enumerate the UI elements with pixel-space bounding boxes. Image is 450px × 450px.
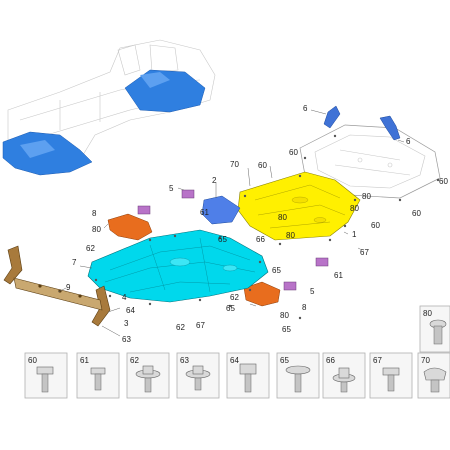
front-crossmember-frame (3, 245, 111, 327)
orange-bracket-8-upper (107, 213, 153, 241)
vehicle-body-overview (2, 39, 216, 176)
fastener-detail-80: 80 (419, 305, 450, 353)
side-bracket-6-left (323, 105, 341, 129)
fastener-thumb-66: 66 (322, 352, 366, 399)
callout-9: 9 (66, 283, 71, 292)
callout-7: 7 (72, 258, 77, 267)
svg-text:67: 67 (373, 356, 382, 365)
callout-62-lower-right: 62 (230, 293, 239, 302)
callout-67-upper: 67 (360, 248, 369, 257)
callout-80-mid: 80 (286, 231, 295, 240)
vehicle-front-floor-highlight (2, 131, 93, 176)
fastener-detail-80-label: 80 (423, 309, 432, 318)
small-cover-panel-2 (201, 195, 241, 225)
callout-67-bottom: 67 (196, 321, 205, 330)
side-bracket-6-right (379, 115, 401, 141)
reference-underbody-outline (299, 105, 441, 199)
callout-60-right: 60 (439, 177, 448, 186)
clip-5-upper (181, 189, 195, 199)
callout-70: 70 (230, 160, 239, 169)
callout-8-lower: 8 (302, 303, 307, 312)
clip-80-small (137, 205, 151, 215)
callout-61-right: 61 (334, 271, 343, 280)
callout-2: 2 (212, 176, 217, 185)
callout-80-mid-b: 80 (278, 213, 287, 222)
svg-text:70: 70 (421, 356, 430, 365)
callout-8-upper: 8 (92, 209, 97, 218)
callout-65-lowest: 65 (282, 325, 291, 334)
clip-61 (315, 257, 329, 267)
clip-5-lower (283, 281, 297, 291)
callout-62-bottom: 62 (176, 323, 185, 332)
leader-lines (57, 109, 405, 337)
callout-64: 64 (126, 306, 135, 315)
callout-6-upper: 6 (303, 104, 308, 113)
callout-60-far-right: 60 (412, 209, 421, 218)
callout-80-right-a: 80 (362, 192, 371, 201)
callout-61-upper: 61 (200, 208, 209, 217)
callout-1: 1 (352, 230, 357, 239)
fastener-thumbnail-row: 60 61 62 63 64 (24, 352, 450, 399)
callout-5-lower: 5 (310, 287, 315, 296)
callout-65-right: 65 (272, 266, 281, 275)
rear-underbody-cover (237, 171, 361, 241)
callout-65-upper: 65 (218, 235, 227, 244)
fastener-thumb-63: 63 (176, 352, 220, 399)
svg-text:61: 61 (80, 356, 89, 365)
fastener-thumb-62: 62 (126, 352, 170, 399)
callout-80-lower: 80 (280, 311, 289, 320)
fastener-thumb-64: 64 (226, 352, 270, 399)
fastener-thumb-61: 61 (76, 352, 120, 399)
callout-60-right-mid: 60 (371, 221, 380, 230)
callout-80-left: 80 (92, 225, 101, 234)
callout-66: 66 (256, 235, 265, 244)
callout-4: 4 (122, 293, 127, 302)
callout-63: 63 (122, 335, 131, 344)
scattered-fasteners (94, 134, 440, 320)
front-underbody-cover (87, 229, 269, 303)
callout-5-upper: 5 (169, 184, 174, 193)
callout-6-right: 6 (406, 137, 411, 146)
svg-text:64: 64 (230, 356, 239, 365)
callout-62-left: 62 (86, 244, 95, 253)
callout-3: 3 (124, 319, 129, 328)
fastener-thumb-65: 65 (276, 352, 320, 399)
svg-text:60: 60 (28, 356, 37, 365)
svg-text:65: 65 (280, 356, 289, 365)
svg-text:66: 66 (326, 356, 335, 365)
fastener-thumb-70: 70 (417, 352, 450, 399)
callout-80-right-b: 80 (350, 204, 359, 213)
fastener-thumb-60: 60 (24, 352, 68, 399)
callout-60-top-right: 60 (289, 148, 298, 157)
callout-labels: 6 6 60 60 60 70 60 5 2 80 60 80 1 67 80 … (66, 104, 448, 344)
svg-text:63: 63 (180, 356, 189, 365)
svg-text:62: 62 (130, 356, 139, 365)
orange-bracket-8-lower (243, 281, 281, 307)
fastener-thumb-67: 67 (369, 352, 413, 399)
callout-60-mid: 60 (258, 161, 267, 170)
callout-65-bottom: 65 (226, 304, 235, 313)
